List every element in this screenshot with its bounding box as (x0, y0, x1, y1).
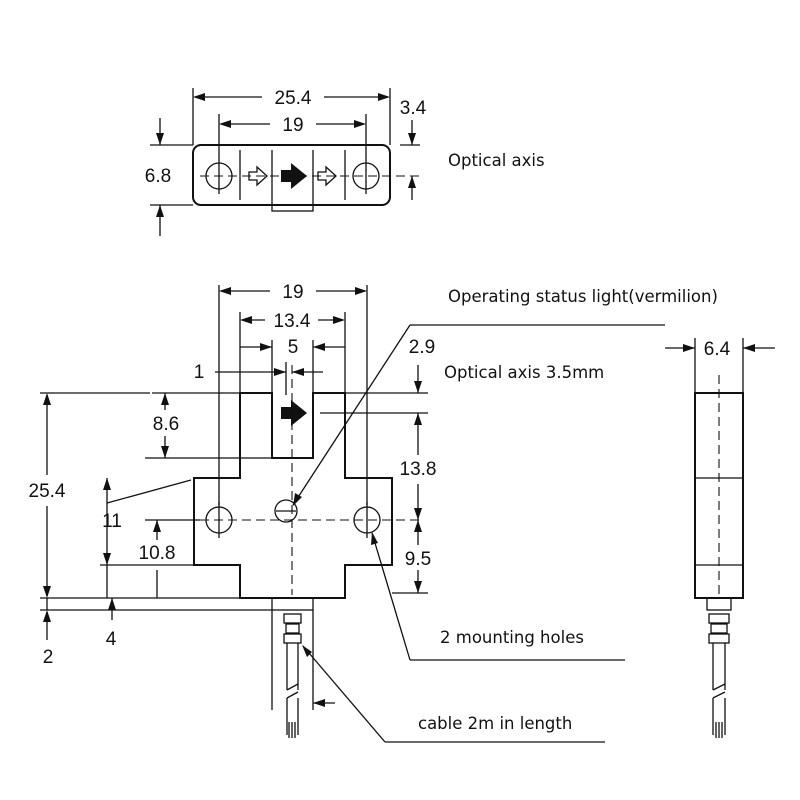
front-dim-hole-height-b: 10.8 (139, 543, 176, 564)
front-dim-slot-depth: 8.6 (153, 414, 179, 435)
status-light (274, 499, 298, 523)
front-dim-width: 19 (282, 282, 303, 303)
emitter-arrow-icon (281, 163, 307, 189)
side-dim-width: 6.4 (704, 339, 731, 360)
front-dim-right-upper: 13.8 (400, 459, 437, 480)
label-status-light: Operating status light(vermilion) (448, 287, 718, 306)
annotations: Operating status light(vermilion) Optica… (292, 287, 718, 743)
front-view: 19 13.4 5 1 2.9 13.8 (29, 282, 437, 738)
front-dim-left-offset: 1 (194, 362, 205, 383)
front-dim-slot: 5 (288, 337, 299, 358)
beam-arrow-icon (317, 165, 337, 187)
emitter-arrow-icon (281, 400, 307, 426)
front-dim-bottom-b: 4 (106, 629, 117, 650)
top-dim-overall-width: 25.4 (275, 88, 312, 109)
label-mounting-holes: 2 mounting holes (440, 628, 584, 647)
cable (283, 613, 302, 738)
side-cable (708, 613, 730, 738)
label-cable: cable 2m in length (418, 714, 572, 733)
label-optical-axis: Optical axis (448, 151, 545, 170)
top-dim-slot-width: 19 (282, 115, 303, 136)
side-view: 6.4 (665, 338, 775, 738)
top-dim-height: 6.8 (145, 166, 171, 187)
front-dim-total-height: 25.4 (29, 481, 66, 502)
top-view: 25.4 19 6.8 3.4 Optical axis (145, 88, 545, 236)
front-view-body (193, 392, 393, 599)
front-dim-top-right: 2.9 (409, 337, 435, 358)
front-dim-bottom-a: 2 (43, 647, 54, 668)
front-dim-hole-height-a: 11 (102, 511, 122, 532)
front-dim-right-lower: 9.5 (405, 549, 431, 570)
beam-arrow-icon (248, 165, 268, 187)
front-dim-inner: 13.4 (274, 311, 311, 332)
label-optical-axis-height: Optical axis 3.5mm (444, 363, 604, 382)
top-dim-right: 3.4 (400, 98, 427, 119)
